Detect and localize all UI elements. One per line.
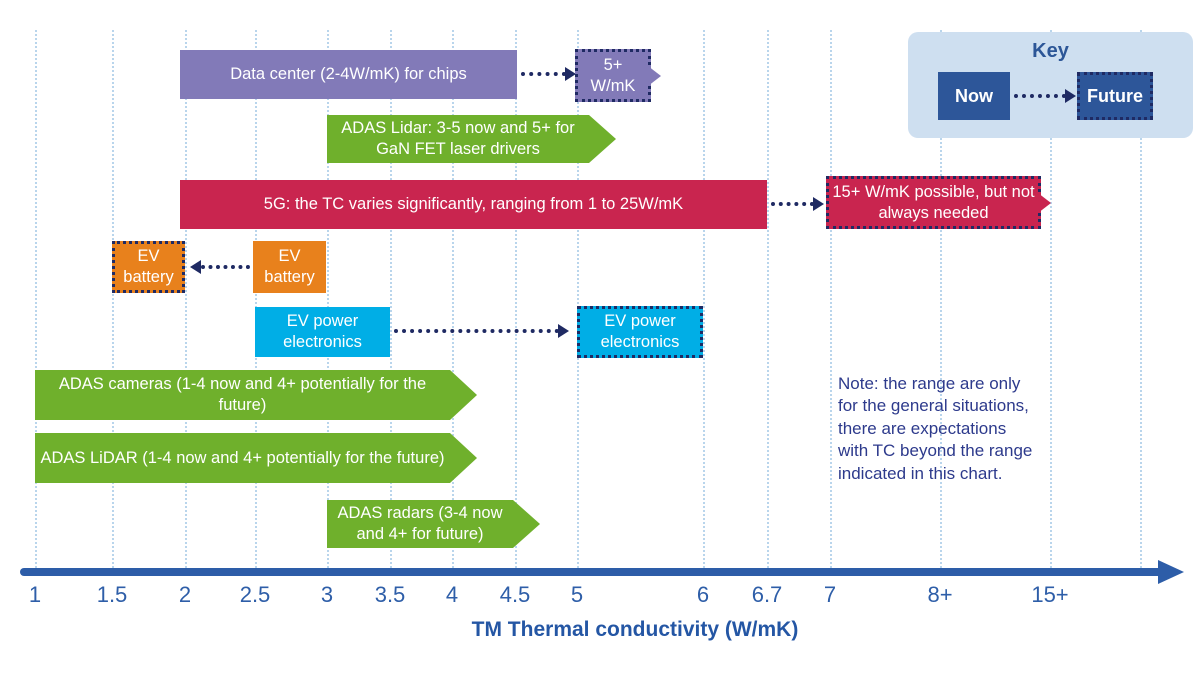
gridline	[703, 30, 705, 568]
axis-tick: 7	[823, 582, 837, 607]
gridline	[35, 30, 37, 568]
ev-battery-future-box: EV battery	[112, 241, 185, 293]
axis-tick: 3.5	[374, 582, 406, 607]
axis-tick: 8+	[927, 582, 953, 607]
gridline	[830, 30, 832, 568]
ev-power-future-arrow	[394, 329, 559, 333]
arrow-bump-icon	[648, 65, 661, 86]
adas-lidar-gan-label: ADAS Lidar: 3-5 now and 5+ for GaN FET l…	[341, 119, 575, 158]
5g-future-label: 15+ W/mK possible, but not always needed	[832, 182, 1035, 222]
legend-now-label: Now	[955, 85, 993, 106]
gridline	[452, 30, 454, 568]
axis-tick: 1	[28, 582, 42, 607]
gridline	[185, 30, 187, 568]
ev-battery-future-label: EV battery	[123, 247, 174, 286]
axis-tick: 2	[178, 582, 192, 607]
ev-battery-future-arrow	[201, 265, 250, 269]
x-axis-title: TM Thermal conductivity (W/mK)	[471, 618, 799, 641]
legend-panel: Key Now Future	[908, 32, 1193, 138]
gridline	[1140, 30, 1142, 568]
ev-battery-now-box: EV battery	[253, 241, 326, 293]
data-center-future-arrow	[521, 72, 566, 76]
axis-tick: 5	[570, 582, 584, 607]
ev-battery-label: EV battery	[264, 247, 315, 286]
arrow-right-icon	[813, 197, 824, 211]
gridline	[940, 30, 942, 568]
chart-note: Note: the range are only for the general…	[838, 374, 1033, 483]
gridline	[255, 30, 257, 568]
arrow-left-icon	[190, 260, 201, 274]
arrow-right-icon	[558, 324, 569, 338]
gridline	[1050, 30, 1052, 568]
5g-future-arrow	[771, 202, 814, 206]
gridline	[112, 30, 114, 568]
legend-arrow	[1014, 94, 1066, 98]
axis-tick: 4	[445, 582, 459, 607]
axis-tick: 6.7	[751, 582, 783, 607]
gridline	[515, 30, 517, 568]
data-center-now-bar: Data center (2-4W/mK) for chips	[180, 50, 517, 99]
adas-lidar-bar: ADAS LiDAR (1-4 now and 4+ potentially f…	[35, 433, 477, 483]
legend-title: Key	[1032, 40, 1069, 62]
adas-cameras-label: ADAS cameras (1-4 now and 4+ potentially…	[58, 375, 427, 414]
x-axis-line	[20, 568, 1162, 576]
gridline	[390, 30, 392, 568]
adas-lidar-label: ADAS LiDAR (1-4 now and 4+ potentially f…	[40, 448, 445, 467]
axis-tick: 15+	[1031, 582, 1069, 607]
5g-now-bar: 5G: the TC varies significantly, ranging…	[180, 180, 767, 229]
data-center-label: Data center (2-4W/mK) for chips	[230, 65, 467, 84]
arrow-right-icon	[1065, 89, 1076, 103]
axis-tick: 6	[696, 582, 710, 607]
legend-now-box: Now	[938, 72, 1010, 120]
x-axis-arrowhead-icon	[1158, 560, 1184, 584]
gridline	[767, 30, 769, 568]
adas-lidar-gan-bar: ADAS Lidar: 3-5 now and 5+ for GaN FET l…	[327, 115, 616, 163]
adas-radars-bar: ADAS radars (3-4 now and 4+ for future)	[327, 500, 540, 548]
ev-power-future-label: EV power electronics	[600, 312, 680, 351]
adas-cameras-bar: ADAS cameras (1-4 now and 4+ potentially…	[35, 370, 477, 420]
arrow-bump-icon	[1038, 192, 1051, 213]
data-center-future-box: 5+ W/mK	[575, 49, 661, 102]
adas-radars-label: ADAS radars (3-4 now and 4+ for future)	[337, 504, 503, 543]
arrow-right-icon	[565, 67, 576, 81]
axis-tick: 3	[320, 582, 334, 607]
ev-power-future-box: EV power electronics	[577, 306, 703, 358]
axis-tick: 2.5	[239, 582, 271, 607]
5g-label: 5G: the TC varies significantly, ranging…	[263, 195, 684, 214]
legend-future-box: Future	[1077, 72, 1153, 120]
gridline	[327, 30, 329, 568]
gridline	[577, 30, 579, 568]
data-center-future-label: 5+ W/mK	[590, 55, 636, 95]
5g-future-box: 15+ W/mK possible, but not always needed	[826, 176, 1051, 229]
legend-future-label: Future	[1087, 85, 1143, 106]
ev-power-now-box: EV power electronics	[255, 307, 390, 357]
ev-power-label: EV power electronics	[283, 312, 362, 351]
axis-tick: 4.5	[499, 582, 531, 607]
axis-tick: 1.5	[96, 582, 128, 607]
